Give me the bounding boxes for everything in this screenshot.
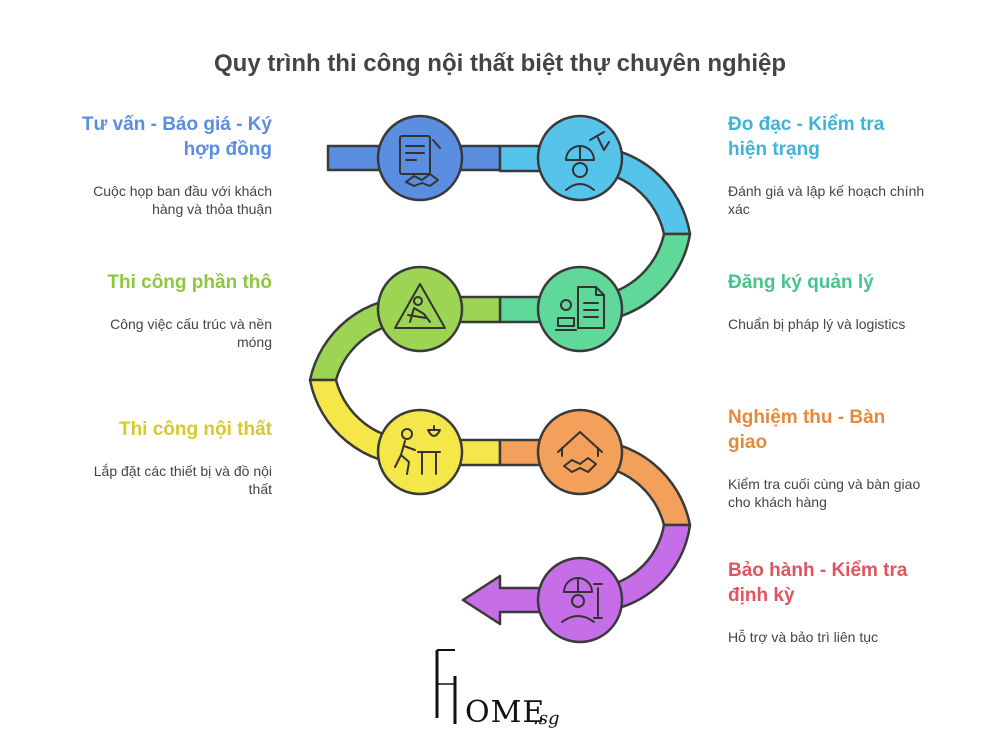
step-4-description: Công việc cấu trúc và nền móng [110,316,272,350]
step-3-title: Đăng ký quản lý [728,272,874,293]
step-2-description: Đánh giá và lập kế hoạch chính xác [728,183,925,217]
diagram-title: Quy trình thi công nội thất biệt thự chu… [213,50,786,77]
step-6-label: Nghiệm thu - Bàn giao Kiểm tra cuối cùng… [728,405,928,511]
step-6-title: Nghiệm thu - Bàn giao [728,407,886,453]
step-4-label: Thi công phần thô Công việc cấu trúc và … [72,270,272,351]
step-5-label: Thi công nội thất Lắp đặt các thiết bị v… [72,417,272,498]
step-6-node [536,408,624,496]
step-7-description: Hỗ trợ và bảo trì liên tục [728,629,879,645]
step-3-label: Đăng ký quản lý Chuẩn bị pháp lý và logi… [728,270,928,333]
logo-suffix: .sg [533,708,559,729]
step-7-node [536,556,624,644]
house-handshake-icon [557,431,603,473]
surveyor-icon [565,131,610,191]
step-4-title: Thi công phần thô [107,272,272,293]
construction-worker-sign-icon [394,283,446,329]
step-7-title: Bảo hành - Kiểm tra định kỳ [728,560,908,606]
step-5-description: Lắp đặt các thiết bị và đồ nội thất [93,463,272,497]
step-5-title: Thi công nội thất [118,419,272,440]
fhome-logo: OME .sg [435,649,559,730]
step-1-node [376,114,464,202]
registration-document-icon [555,286,605,331]
step-3-node [536,265,624,353]
step-3-description: Chuẩn bị pháp lý và logistics [728,316,906,332]
furniture-installation-icon [394,425,441,475]
step-2-label: Đo đạc - Kiểm tra hiện trạng Đánh giá và… [728,112,928,218]
path-segment-7 [461,523,692,626]
step-1-label: Tư vấn - Báo giá - Ký hợp đồng Cuộc họp … [72,112,272,218]
maintenance-worker-icon [561,577,603,623]
step-6-description: Kiểm tra cuối cùng và bàn giao cho khách… [728,476,921,510]
step-7-label: Bảo hành - Kiểm tra định kỳ Hỗ trợ và bả… [728,558,928,646]
step-1-title: Tư vấn - Báo giá - Ký hợp đồng [81,114,272,160]
step-2-title: Đo đạc - Kiểm tra hiện trạng [728,114,885,160]
logo-text: OME [465,695,545,730]
step-4-node [376,265,464,353]
step-1-description: Cuộc họp ban đầu với khách hàng và thỏa … [93,183,272,217]
contract-handshake-icon [399,135,441,187]
